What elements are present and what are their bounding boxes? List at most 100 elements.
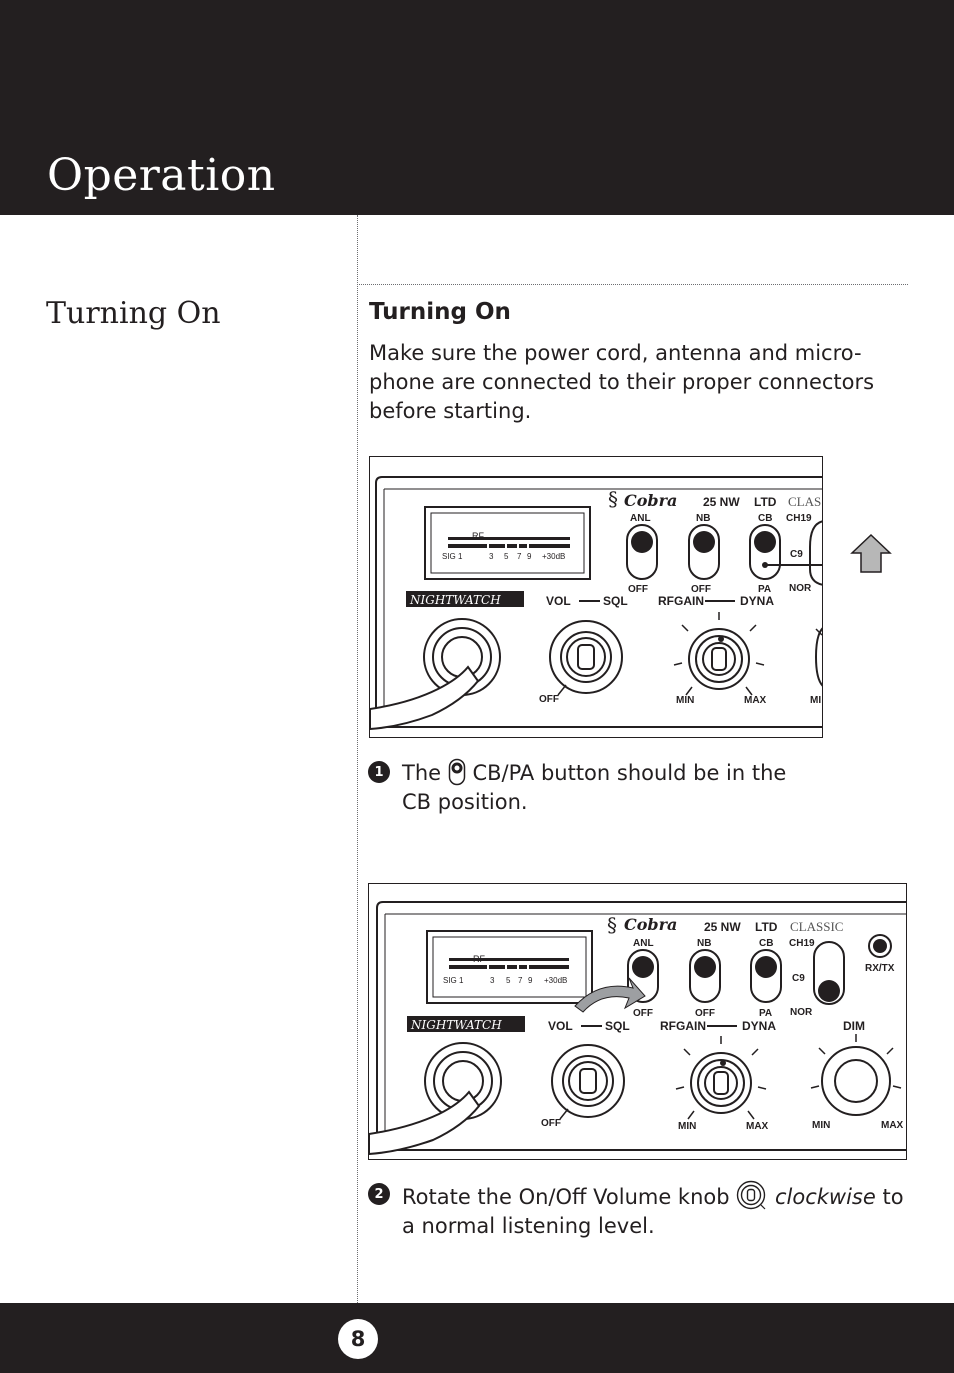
svg-text:DIM: DIM xyxy=(843,1019,865,1033)
anl-switch xyxy=(626,524,658,580)
svg-text:CH19: CH19 xyxy=(786,513,812,524)
svg-text:9: 9 xyxy=(527,552,532,561)
svg-text:VOL: VOL xyxy=(548,1019,573,1033)
intro-paragraph: Make sure the power cord, antenna and mi… xyxy=(369,341,875,423)
svg-text:NB: NB xyxy=(697,938,711,949)
svg-text:MAX: MAX xyxy=(746,1121,769,1132)
radio-front-panel-illustration: RF SIG 1 3 5 7 9 +30dB § Cobra 25 NW LTD… xyxy=(370,476,822,731)
svg-text:ANL: ANL xyxy=(630,513,651,524)
section-heading: Turning On xyxy=(369,299,511,325)
column-divider xyxy=(357,215,358,1303)
svg-text:OFF: OFF xyxy=(633,1008,653,1019)
volume-knob xyxy=(549,620,623,696)
svg-text:NIGHTWATCH: NIGHTWATCH xyxy=(410,1018,502,1032)
cobra-logo-icon: § xyxy=(608,487,618,511)
svg-text:LTD: LTD xyxy=(755,920,778,934)
nb-switch xyxy=(689,949,721,1003)
volume-knob-icon xyxy=(737,1180,766,1210)
ch19-switch xyxy=(813,941,845,1005)
svg-text:3: 3 xyxy=(490,976,495,985)
cb-pa-switch xyxy=(749,524,781,580)
rx-tx-indicator xyxy=(868,934,892,958)
svg-text:OFF: OFF xyxy=(541,1118,561,1129)
microphone-jack xyxy=(369,1042,502,1156)
svg-text:5: 5 xyxy=(506,976,511,985)
svg-text:SIG 1: SIG 1 xyxy=(443,976,464,985)
svg-text:C9: C9 xyxy=(792,973,805,984)
svg-text:MAX: MAX xyxy=(881,1120,904,1131)
svg-text:5: 5 xyxy=(504,552,509,561)
svg-text:LTD: LTD xyxy=(754,495,777,509)
svg-text:MI: MI xyxy=(810,695,821,706)
svg-text:OFF: OFF xyxy=(691,584,711,595)
svg-text:25 NW: 25 NW xyxy=(703,495,740,509)
svg-text:SQL: SQL xyxy=(603,594,628,608)
svg-text:PA: PA xyxy=(759,1008,772,1019)
svg-text:C9: C9 xyxy=(790,549,803,560)
svg-text:3: 3 xyxy=(489,552,494,561)
step-1: 1 The CB/PA button should be in the CB p… xyxy=(368,758,908,817)
svg-text:7: 7 xyxy=(517,552,522,561)
svg-text:MIN: MIN xyxy=(678,1121,696,1132)
radio-front-panel-illustration: RF SIG 1 3 5 7 9 +30dB § Cobra 25 NW LTD… xyxy=(369,901,906,1156)
sidebar-title: Turning On xyxy=(46,296,221,331)
page-number: 8 xyxy=(338,1319,378,1359)
rfgain-knob xyxy=(673,612,765,696)
cb-pa-switch xyxy=(750,949,782,1003)
svg-text:25 NW: 25 NW xyxy=(704,920,741,934)
cb-pa-button-icon xyxy=(448,758,465,786)
svg-text:CH19: CH19 xyxy=(789,938,815,949)
header-bar: Operation xyxy=(0,0,954,215)
microphone-jack xyxy=(370,618,501,731)
svg-text:MIN: MIN xyxy=(812,1120,830,1131)
meter-rf-label: RF xyxy=(472,531,484,541)
nightwatch-logo: NIGHTWATCH xyxy=(406,591,524,607)
svg-text:RFGAIN: RFGAIN xyxy=(658,594,704,608)
figure-volume-knob: RF SIG 1 3 5 7 9 +30dB § Cobra 25 NW LTD… xyxy=(368,883,907,1160)
svg-text:MIN: MIN xyxy=(676,695,694,706)
svg-text:VOL: VOL xyxy=(546,594,571,608)
footer-bar xyxy=(0,1303,954,1373)
svg-text:+30dB: +30dB xyxy=(544,976,567,985)
svg-text:7: 7 xyxy=(518,976,523,985)
rfgain-knob xyxy=(675,1036,767,1120)
svg-text:CLASSIC: CLASSIC xyxy=(790,919,843,934)
svg-text:RFGAIN: RFGAIN xyxy=(660,1019,706,1033)
svg-text:RX/TX: RX/TX xyxy=(865,963,895,974)
volume-knob xyxy=(551,1044,625,1120)
svg-text:OFF: OFF xyxy=(695,1008,715,1019)
nightwatch-logo: NIGHTWATCH xyxy=(407,1016,525,1032)
svg-text:NIGHTWATCH: NIGHTWATCH xyxy=(409,593,501,607)
svg-text:ANL: ANL xyxy=(633,938,654,949)
meter-rf-label: RF xyxy=(473,954,485,964)
svg-text:SQL: SQL xyxy=(605,1019,630,1033)
svg-text:DYNA: DYNA xyxy=(740,594,774,608)
nb-switch xyxy=(688,524,720,580)
page-title: Operation xyxy=(47,150,276,201)
svg-text:+30dB: +30dB xyxy=(542,552,565,561)
svg-text:MAX: MAX xyxy=(744,695,767,706)
svg-text:PA: PA xyxy=(758,584,771,595)
svg-text:NOR: NOR xyxy=(790,1007,813,1018)
svg-text:Cobra: Cobra xyxy=(624,491,677,510)
step-number-badge: 1 xyxy=(368,761,390,783)
arrow-up-icon xyxy=(850,533,892,573)
svg-text:SIG 1: SIG 1 xyxy=(442,552,463,561)
step-number-badge: 2 xyxy=(368,1183,390,1205)
cobra-logo-icon: § xyxy=(607,913,617,937)
svg-text:OFF: OFF xyxy=(539,694,559,705)
meter-frame xyxy=(426,930,593,1004)
svg-text:OFF: OFF xyxy=(628,584,648,595)
meter-frame xyxy=(424,506,591,580)
svg-text:9: 9 xyxy=(528,976,533,985)
step-2: 2 Rotate the On/Off Volume knob clockwis… xyxy=(368,1180,908,1241)
clockwise-arrow-icon xyxy=(574,977,646,1013)
svg-text:CLAS: CLAS xyxy=(788,494,821,509)
svg-text:NOR: NOR xyxy=(789,583,812,594)
svg-text:NB: NB xyxy=(696,513,710,524)
svg-text:CB: CB xyxy=(759,938,773,949)
svg-text:CB: CB xyxy=(758,513,772,524)
dim-knob xyxy=(810,1034,902,1116)
svg-text:Cobra: Cobra xyxy=(624,915,677,934)
svg-text:DYNA: DYNA xyxy=(742,1019,776,1033)
